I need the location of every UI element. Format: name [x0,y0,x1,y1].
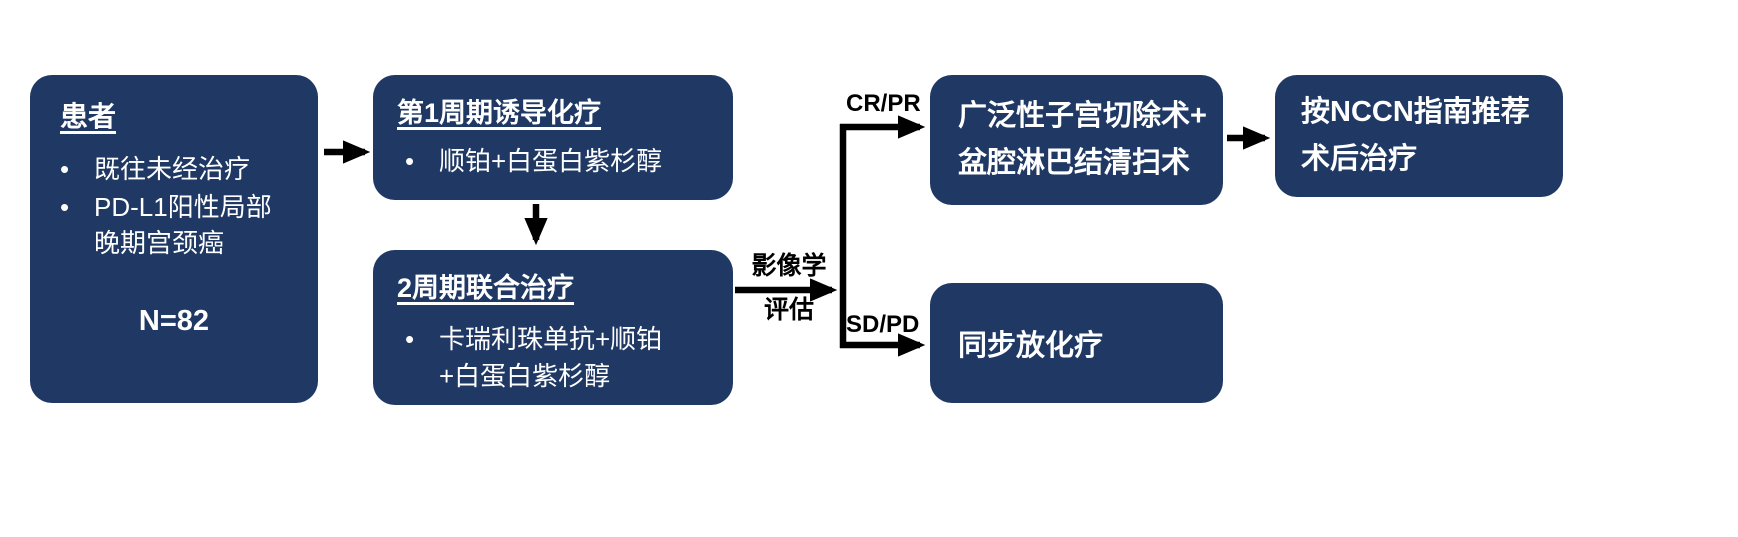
chemoradiotherapy-box: 同步放化疗 [930,283,1223,403]
patients-bullet-list: • 既往未经治疗 • PD-L1阳性局部晚期宫颈癌 [60,151,296,261]
bullet-dot: • [60,192,70,222]
combination-therapy-box: 2周期联合治疗 • 卡瑞利珠单抗+顺铂+白蛋白紫杉醇 [373,250,733,405]
patients-title: 患者 [60,101,117,132]
list-item: • 既往未经治疗 [60,151,296,187]
combination-title: 2周期联合治疗 [397,273,575,303]
list-item: • PD-L1阳性局部晚期宫颈癌 [60,189,296,261]
combination-bullet-1: 卡瑞利珠单抗+顺铂+白蛋白紫杉醇 [439,324,663,391]
list-item: • 卡瑞利珠单抗+顺铂+白蛋白紫杉醇 [405,321,713,395]
imaging-assessment-label: 影像学 评估 [740,252,838,324]
induction-chemo-box: 第1周期诱导化疗 • 顺铂+白蛋白紫杉醇 [373,75,733,200]
list-item: • 顺铂+白蛋白紫杉醇 [405,144,713,178]
sdpd-branch-label: SD/PD [846,311,920,338]
surgery-line1: 广泛性子宫切除术+ [958,100,1207,132]
crpr-branch-label: CR/PR [846,90,921,117]
bullet-dot: • [60,154,70,184]
surgery-line2: 盆腔淋巴结清扫术 [958,147,1191,179]
combination-bullet-list: • 卡瑞利珠单抗+顺铂+白蛋白紫杉醇 [397,321,713,395]
imaging-assessment-line1: 影像学 [751,252,827,280]
patients-box: 患者 • 既往未经治疗 • PD-L1阳性局部晚期宫颈癌 N=82 [30,75,318,403]
surgery-box: 广泛性子宫切除术+ 盆腔淋巴结清扫术 [930,75,1223,205]
sample-size-label: N=82 [138,305,210,337]
nccn-line2: 术后治疗 [1301,143,1418,175]
nccn-line1: 按NCCN指南推荐 [1301,96,1530,128]
induction-title: 第1周期诱导化疗 [397,98,602,128]
chemoradiotherapy-label: 同步放化疗 [958,330,1104,362]
nccn-postop-box: 按NCCN指南推荐 术后治疗 [1275,75,1563,197]
patients-bullet-2: PD-L1阳性局部晚期宫颈癌 [94,192,272,258]
induction-bullet-list: • 顺铂+白蛋白紫杉醇 [397,144,713,178]
bullet-dot: • [405,324,415,354]
bullet-dot: • [405,146,415,176]
patients-bullet-1: 既往未经治疗 [94,154,251,184]
induction-bullet-1: 顺铂+白蛋白紫杉醇 [439,146,663,176]
imaging-assessment-line2: 评估 [763,296,814,324]
